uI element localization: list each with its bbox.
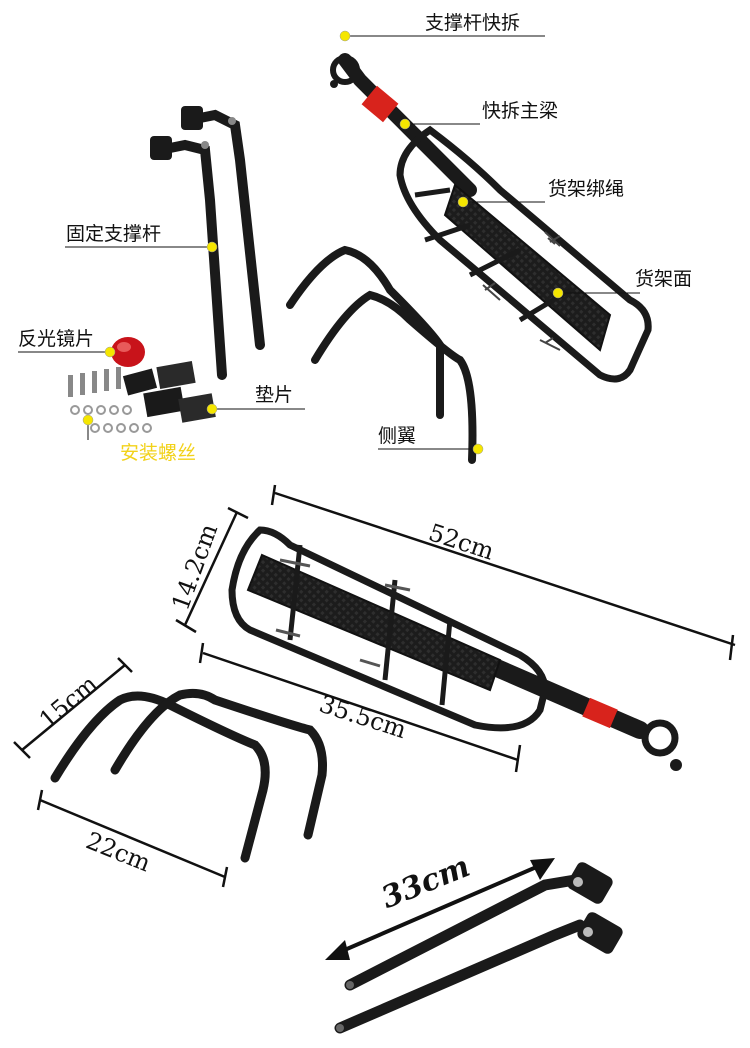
callouts (18, 30, 640, 455)
label-gasket: 垫片 (255, 384, 294, 406)
label-fixed-support-rod: 固定支撑杆 (66, 223, 162, 245)
support-rods-dimensioned (325, 858, 623, 1034)
accessories (68, 337, 216, 433)
label-seatpost-quick-release: 支撑杆快拆 (425, 12, 521, 34)
sticker-icon (361, 85, 399, 123)
label-mounting-screws: 安装螺丝 (120, 442, 197, 464)
reflector-icon (111, 337, 145, 367)
label-rack-surface: 货架面 (635, 268, 693, 290)
label-cargo-strap: 货架绑绳 (548, 178, 625, 200)
label-reflector: 反光镜片 (18, 328, 95, 350)
side-wings-top (286, 245, 477, 464)
rack-dimensioned (175, 484, 736, 773)
clamp-icon (330, 55, 360, 85)
rack-top (330, 53, 652, 383)
wings-dimensioned (13, 657, 327, 888)
label-side-wing: 侧翼 (378, 425, 417, 447)
support-rods-top (150, 106, 265, 380)
label-main-beam: 快拆主梁 (482, 100, 559, 122)
